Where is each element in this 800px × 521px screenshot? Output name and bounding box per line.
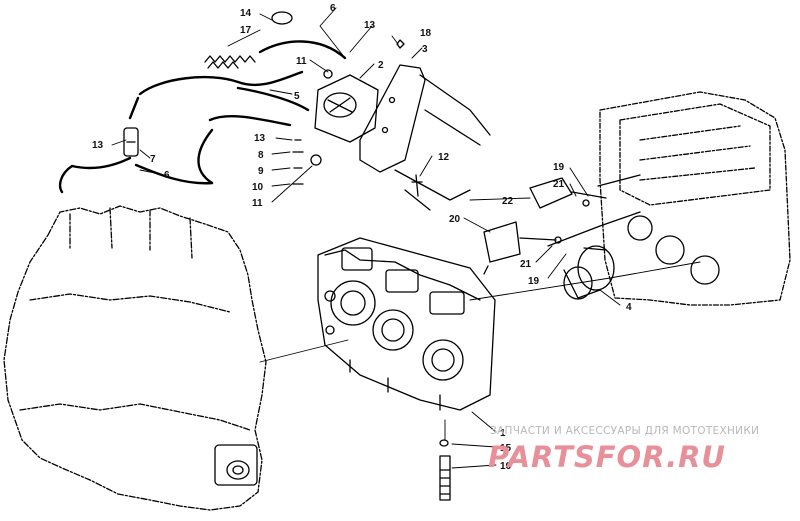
callout-21-upper: 21 [553, 179, 565, 190]
leader-lines [111, 7, 701, 469]
callout-13-upper: 13 [364, 20, 376, 31]
callout-6-lower: 6 [164, 170, 170, 181]
watermark-caption: ЗАПЧАСТИ И АКСЕССУАРЫ ДЛЯ МОТОТЕХНИКИ [490, 425, 760, 437]
callout-5: 5 [294, 91, 300, 102]
mounting-hardware [292, 39, 423, 197]
callout-2: 2 [378, 60, 384, 71]
callout-4: 4 [626, 302, 632, 313]
carburetor-throat-3 [422, 339, 464, 381]
callout-1: 1 [500, 428, 506, 439]
airbox-outline [599, 91, 791, 306]
callout-6-upper: 6 [330, 3, 336, 14]
callout-12: 12 [438, 152, 450, 163]
fuel-filter [123, 127, 139, 157]
carburetor-throat-1 [330, 280, 376, 326]
callout-16: 16 [500, 461, 512, 472]
fuel-pump [314, 74, 379, 143]
airbox-bracket [359, 64, 491, 211]
callout-17: 17 [240, 25, 252, 36]
callout-20: 20 [449, 214, 461, 225]
carburetor-bank [317, 237, 496, 411]
engine-block-outline [3, 205, 267, 511]
watermark-logo: PARTSFOR.RU [488, 440, 726, 474]
callout-7: 7 [150, 154, 156, 165]
callout-22: 22 [502, 196, 514, 207]
callout-13-left: 13 [92, 140, 104, 151]
intake-boot [563, 245, 615, 300]
throttle-sensor-upper [529, 174, 641, 209]
callout-14: 14 [240, 8, 252, 19]
callout-18: 18 [420, 28, 432, 39]
callout-11-lower: 11 [252, 198, 263, 209]
fuel-line-upper [128, 40, 347, 127]
airbox-ports [627, 215, 720, 285]
callout-19-lower: 19 [528, 276, 540, 287]
throttle-sensor-lower [483, 211, 641, 275]
callout-19-upper: 19 [553, 162, 565, 173]
callout-9: 9 [258, 166, 264, 177]
callout-15: 15 [500, 443, 512, 454]
callout-8: 8 [258, 150, 264, 161]
callout-11-upper: 11 [296, 56, 307, 67]
callout-labels: 14 17 6 13 18 3 2 11 5 13 7 6 13 8 9 10 … [92, 3, 632, 472]
callout-10: 10 [252, 182, 264, 193]
spring-clip [204, 11, 293, 69]
callout-13-mid: 13 [254, 133, 266, 144]
carburetor-throat-2 [372, 309, 414, 351]
engine-intake-boss [214, 444, 258, 486]
fuel-line-lower [58, 128, 214, 194]
pilot-jet [439, 439, 451, 501]
callout-21-lower: 21 [520, 259, 532, 270]
callout-3: 3 [422, 44, 428, 55]
